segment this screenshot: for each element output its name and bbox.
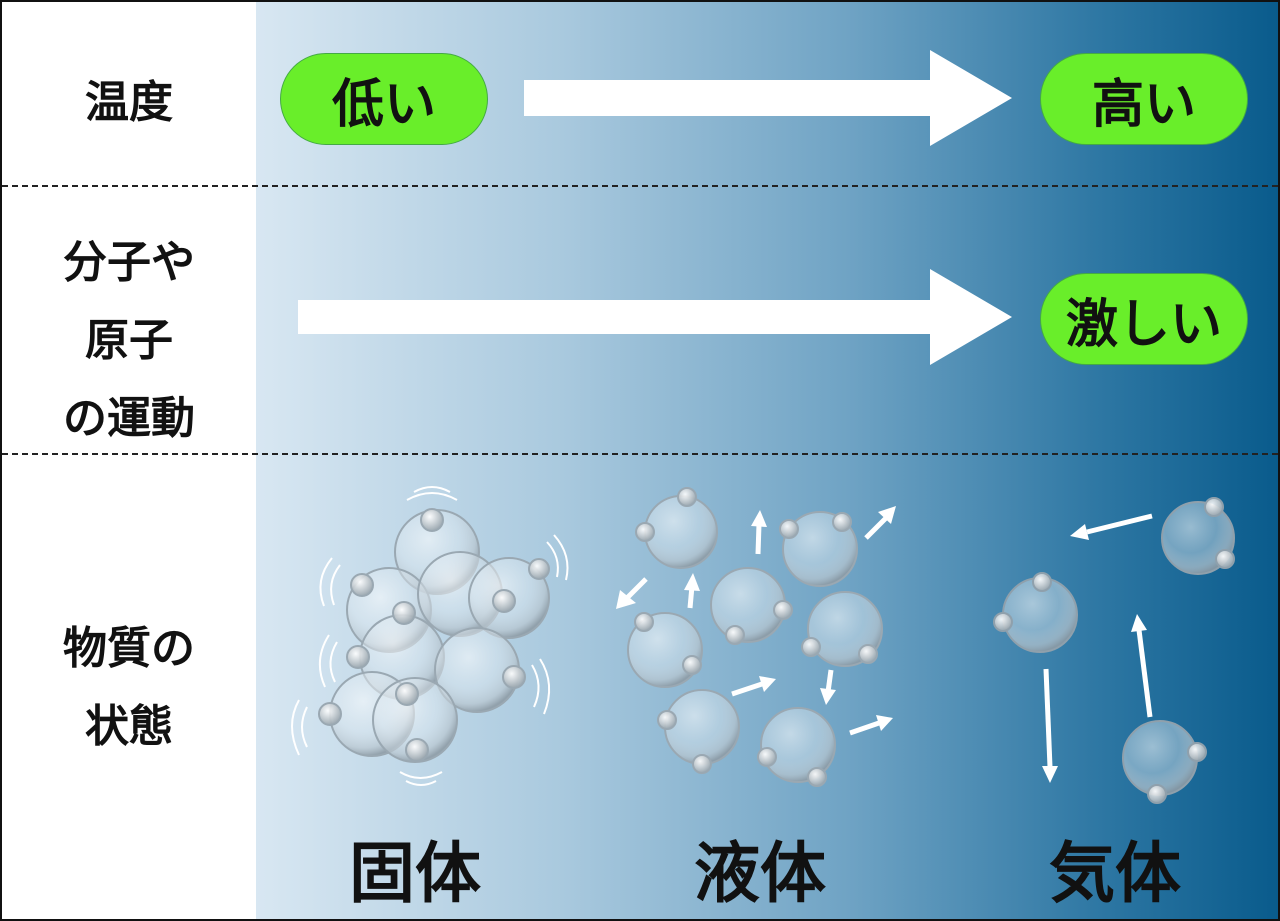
motion-small-arrows: [616, 506, 1153, 783]
arrow-gas-3: [1131, 614, 1153, 718]
row-label-state-line-2: 状態: [85, 701, 173, 752]
vibration-marks: [291, 486, 569, 786]
state-gas-label: 気体: [1049, 835, 1181, 912]
arrow-gas-2: [1042, 668, 1058, 783]
badge-low: 低い: [280, 53, 488, 145]
row-label-motion: 分子や 原子 の運動: [2, 224, 256, 458]
row-label-motion-line-1: 分子や: [63, 237, 195, 288]
badge-intense: 激しい: [1040, 273, 1248, 365]
badge-high: 高い: [1040, 53, 1248, 145]
dashed-divider-1: [2, 185, 1278, 187]
temperature-arrow: [524, 50, 1012, 146]
arrow-liquid-5: [820, 669, 836, 705]
row-label-motion-line-2: 原子: [85, 315, 173, 366]
arrow-liquid-6: [731, 676, 776, 697]
solid-molecules: [318, 508, 550, 763]
arrow-gas-1: [1070, 513, 1153, 540]
arrow-liquid-3: [751, 510, 767, 555]
liquid-molecules: [627, 487, 883, 787]
motion-arrow: [298, 269, 1012, 365]
gas-molecules: [993, 497, 1235, 804]
arrow-liquid-7: [849, 715, 893, 736]
arrow-liquid-4: [864, 506, 896, 540]
arrow-liquid-2: [684, 573, 700, 609]
state-liquid-label: 液体: [694, 835, 826, 912]
row-label-state: 物質の 状態: [2, 610, 256, 766]
arrow-liquid-1: [616, 577, 648, 609]
state-solid-label: 固体: [349, 835, 481, 912]
row-label-temperature: 温度: [85, 77, 173, 128]
row-label-motion-line-3: の運動: [63, 393, 195, 444]
dashed-divider-2: [2, 453, 1278, 455]
row-label-state-line-1: 物質の: [63, 623, 195, 674]
